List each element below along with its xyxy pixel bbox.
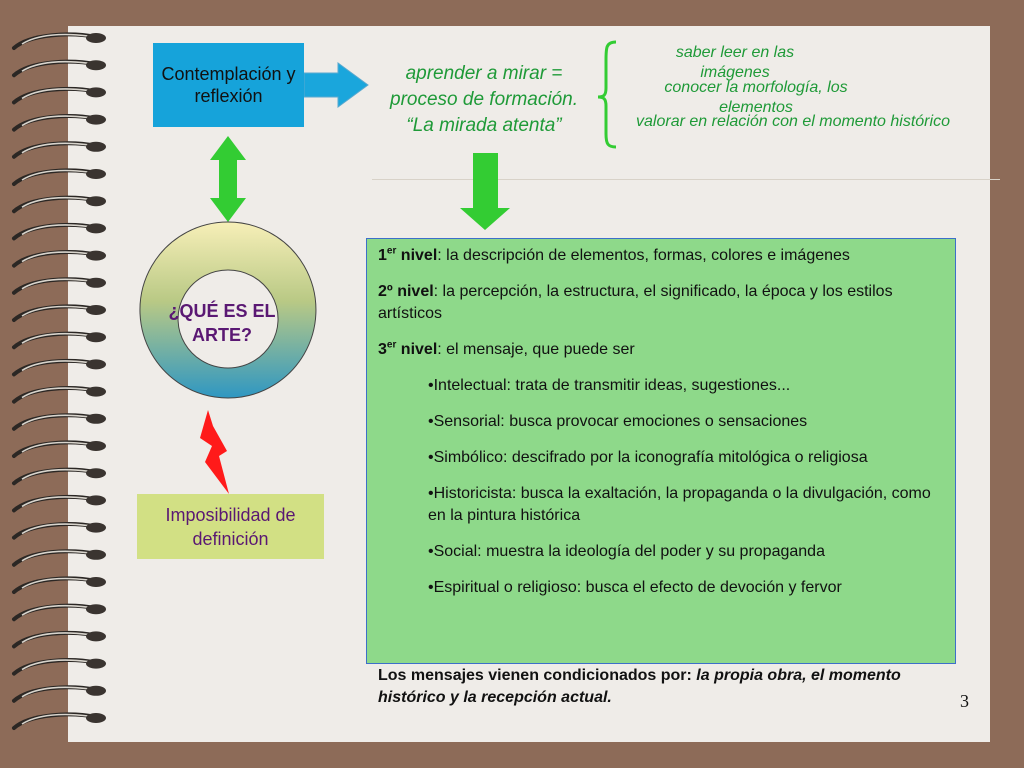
level-num: 2º bbox=[378, 283, 393, 300]
spiral-coil bbox=[12, 494, 106, 513]
spiral-coil bbox=[12, 277, 106, 295]
level-sup: er bbox=[386, 245, 397, 257]
spiral-coil bbox=[12, 86, 106, 105]
spiral-coil bbox=[12, 603, 106, 622]
spiral-coil bbox=[12, 358, 106, 377]
level-1: 1er nivel: la descripción de elementos, … bbox=[378, 245, 945, 267]
spiral-coil bbox=[12, 685, 106, 703]
spiral-coil bbox=[12, 413, 106, 431]
level-name: nivel bbox=[396, 341, 438, 358]
brace-icon bbox=[597, 40, 617, 149]
spiral-coil bbox=[12, 195, 106, 214]
spiral-coil bbox=[12, 712, 106, 730]
spiral-coil bbox=[12, 250, 106, 268]
level-name: nivel bbox=[392, 283, 434, 300]
spiral-coil bbox=[12, 222, 106, 241]
spiral-coil bbox=[12, 630, 106, 649]
level-sup: er bbox=[386, 339, 397, 351]
conclusion-italic: la propia obra, el momento histórico y l… bbox=[378, 667, 901, 706]
message-type-item: •Espiritual o religioso: busca el efecto… bbox=[428, 579, 842, 596]
message-type-item: •Sensorial: busca provocar emociones o s… bbox=[428, 413, 808, 430]
spiral-coil bbox=[12, 522, 106, 540]
spiral-coil bbox=[12, 331, 106, 350]
spiral-coil bbox=[12, 59, 106, 78]
message-type-item: •Intelectual: trata de transmitir ideas,… bbox=[428, 377, 791, 394]
spiral-coil bbox=[12, 168, 106, 186]
spiral-coil bbox=[12, 114, 106, 132]
level-num: 3 bbox=[378, 341, 387, 358]
down-arrow bbox=[460, 153, 510, 230]
central-question: ¿QUÉ ES EL ARTE? bbox=[168, 301, 276, 345]
level-text: : el mensaje, que puede ser bbox=[437, 341, 635, 358]
contemplation-box: Contemplación y reflexión bbox=[153, 43, 304, 127]
level-text: : la percepción, la estructura, el signi… bbox=[378, 283, 893, 322]
lightning-bolt-icon bbox=[200, 410, 229, 494]
ring-shape bbox=[139, 221, 317, 399]
level-3: 3er nivel: el mensaje, que puede ser bbox=[378, 339, 945, 361]
impossibility-label: Imposibilidad de definición bbox=[165, 504, 296, 549]
levels-box: 1er nivel: la descripción de elementos, … bbox=[366, 238, 956, 664]
learning-item-morphology: conocer la morfología, los elementos bbox=[664, 79, 848, 116]
contemplation-label: Contemplación y reflexión bbox=[161, 64, 296, 106]
level-name: nivel bbox=[396, 247, 438, 264]
conclusion-bold: Los mensajes vienen condicionados por: bbox=[378, 667, 697, 684]
level-2: 2º nivel: la percepción, la estructura, … bbox=[378, 281, 945, 325]
learning-text: aprender a mirar = proceso de formación.… bbox=[390, 63, 578, 136]
spiral-coil bbox=[12, 141, 106, 159]
divider-line bbox=[372, 179, 1000, 180]
level-num: 1 bbox=[378, 247, 387, 264]
page-number: 3 bbox=[960, 691, 969, 711]
spiral-coil bbox=[12, 386, 106, 404]
message-type-item: •Historicista: busca la exaltación, la p… bbox=[428, 485, 931, 524]
spiral-coil bbox=[12, 576, 106, 594]
learning-item-value: valorar en relación con el momento histó… bbox=[636, 113, 950, 130]
vertical-double-arrow bbox=[210, 136, 246, 222]
spiral-coil bbox=[12, 549, 106, 567]
learning-item-read: saber leer en las imágenes bbox=[675, 44, 795, 81]
spiral-coil bbox=[12, 440, 106, 458]
spiral-binding bbox=[12, 32, 106, 730]
spiral-coil bbox=[12, 32, 106, 50]
message-type-item: •Social: muestra la ideología del poder … bbox=[428, 543, 825, 560]
spiral-coil bbox=[12, 304, 106, 322]
spiral-coil bbox=[12, 467, 106, 486]
conclusion-note: Los mensajes vienen condicionados por: l… bbox=[378, 665, 958, 709]
spiral-coil bbox=[12, 658, 106, 676]
impossibility-box: Imposibilidad de definición bbox=[137, 494, 324, 559]
right-arrow bbox=[303, 62, 369, 108]
message-type-item: •Simbólico: descifrado por la iconografí… bbox=[428, 449, 868, 466]
level-text: : la descripción de elementos, formas, c… bbox=[437, 247, 850, 264]
